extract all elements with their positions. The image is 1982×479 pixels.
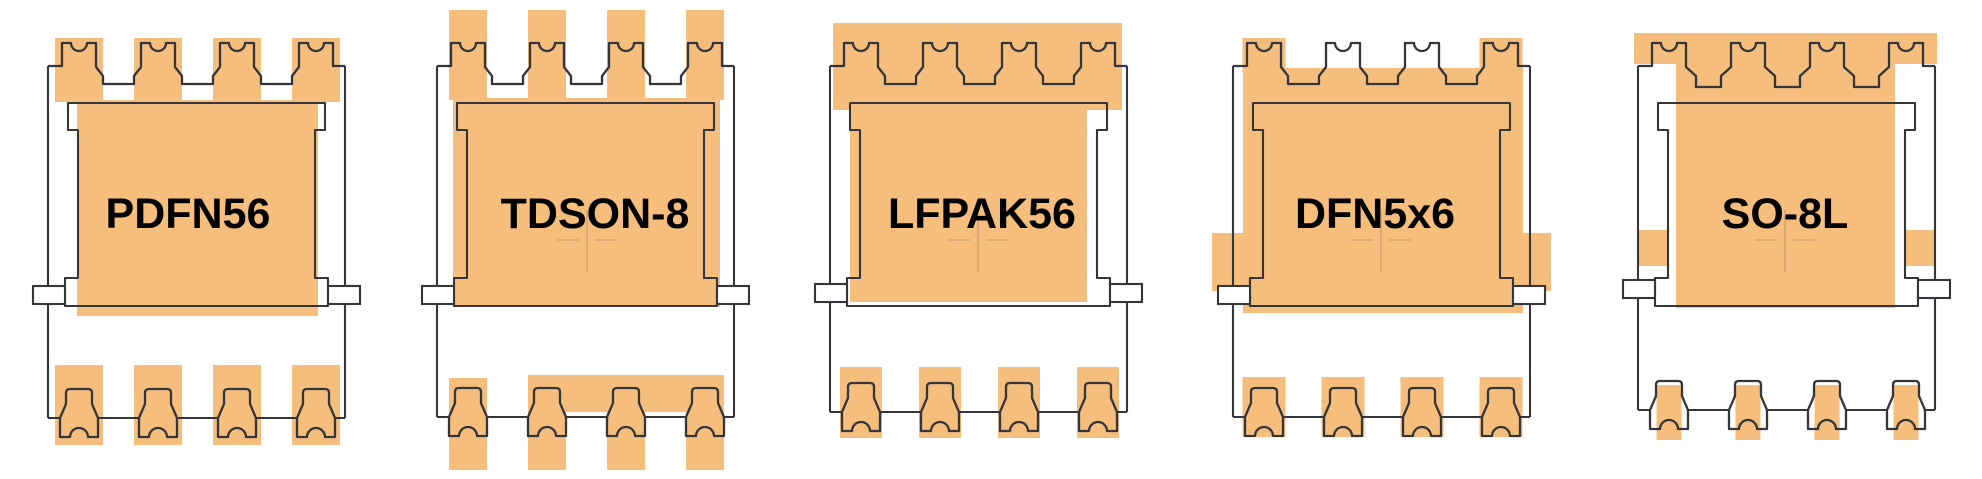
thermal-pad-outline: [452, 101, 719, 308]
thermal-pad-outline: [1653, 101, 1920, 308]
top-leads-outline: [1233, 41, 1530, 86]
bottom-leads-outline: [447, 386, 726, 438]
bottom-leads-outline: [1243, 386, 1522, 438]
side-tab-right: [326, 284, 362, 306]
top-leads-outline: [48, 41, 345, 86]
top-leads-outline: [830, 41, 1127, 86]
package-label-dfn5x6: DFN5x6: [1295, 190, 1455, 238]
side-tab-right: [1108, 282, 1144, 304]
side-tab-right: [1511, 284, 1547, 306]
highlight-bottom-lead-pad: [292, 365, 340, 445]
package-label-so-8l: SO-8L: [1722, 190, 1849, 238]
side-tab-right: [715, 284, 751, 306]
package-body-outline: [1231, 66, 1532, 419]
side-tab-left: [420, 284, 456, 306]
package-label-pdfn56: PDFN56: [106, 190, 271, 238]
highlight-side-ear: [1513, 233, 1551, 291]
package-body-outline: [828, 66, 1129, 414]
top-leads-outline: [437, 41, 734, 86]
side-tab-left: [31, 284, 67, 306]
package-label-lfpak56: LFPAK56: [888, 190, 1076, 238]
highlight-top-lead-pad: [607, 10, 645, 100]
package-pdfn56: PDFN56: [31, 38, 362, 445]
package-lfpak56: LFPAK56: [813, 23, 1144, 438]
highlight-bottom-lead-pad: [1656, 385, 1682, 440]
side-tab-left: [813, 282, 849, 304]
package-body-outline: [435, 66, 736, 419]
highlight-top-bar: [1634, 33, 1937, 64]
center-mark: [557, 210, 617, 272]
center-mark: [948, 210, 1008, 272]
highlight-thermal-pad: [453, 98, 720, 307]
highlight-bottom-lead-pad: [1735, 385, 1761, 440]
highlight-bottom-lead-pad: [134, 365, 182, 445]
highlight-bottom-lead-pad: [55, 365, 103, 445]
thermal-pad-outline: [845, 101, 1112, 308]
package-so-8l: SO-8L: [1621, 33, 1952, 440]
highlight-side-ear: [1905, 230, 1935, 266]
highlight-side-ear: [1212, 233, 1250, 291]
package-body-outline: [1636, 66, 1937, 412]
thermal-pad-outline: [63, 101, 330, 308]
package-label-tdson-8: TDSON-8: [501, 190, 690, 238]
top-leads-outline: [1638, 41, 1935, 89]
bottom-leads-outline: [58, 387, 337, 439]
package-tdson-8: TDSON-8: [420, 10, 751, 470]
highlight-top-lead-pad: [449, 10, 487, 100]
highlight-bottom-lead-pad: [1893, 385, 1919, 440]
package-dfn5x6: DFN5x6: [1212, 38, 1551, 438]
center-mark: [1755, 210, 1815, 272]
package-body-outline: [46, 66, 347, 420]
highlight-side-ear: [1638, 230, 1668, 266]
side-tab-left: [1621, 278, 1657, 300]
highlight-top-lead-pad: [686, 10, 724, 100]
highlight-thermal-pad: [850, 95, 1087, 302]
highlight-top-lead-pad: [528, 10, 566, 100]
highlight-bottom-lead-pad: [213, 365, 261, 445]
center-mark: [1351, 210, 1411, 272]
bottom-leads-outline: [840, 381, 1119, 433]
thermal-pad-outline: [1248, 101, 1515, 308]
highlight-thermal-pad: [77, 100, 318, 316]
bottom-leads-outline: [1648, 379, 1927, 431]
side-tab-right: [1916, 278, 1952, 300]
highlight-bottom-lead-pad: [1814, 385, 1840, 440]
highlight-thermal-pad: [1243, 68, 1523, 313]
side-tab-left: [1216, 284, 1252, 306]
